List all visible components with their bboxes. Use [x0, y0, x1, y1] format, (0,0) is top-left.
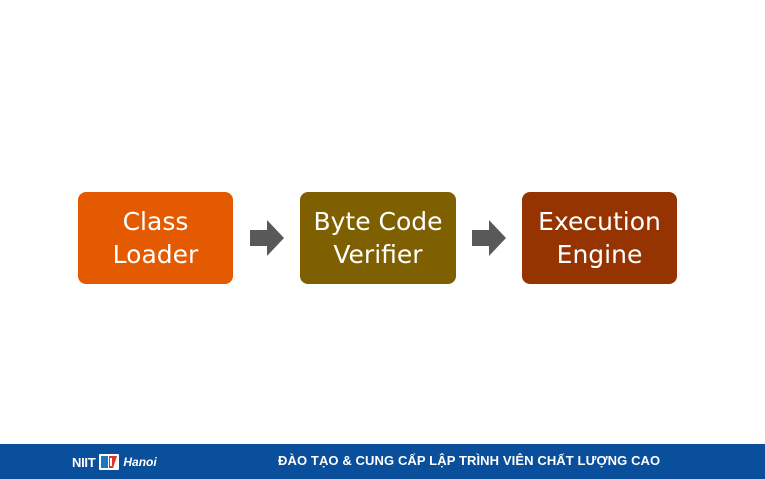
logo-brand-text: NIIT	[72, 454, 96, 470]
step-label-line1: Execution	[538, 207, 661, 236]
logo-city-text: Hanoi	[123, 455, 157, 469]
step-label-line2: Verifier	[333, 240, 423, 269]
step-label-line1: Byte Code	[313, 207, 443, 236]
right-arrow-icon	[472, 220, 506, 256]
step-byte-code-verifier: Byte Code Verifier	[300, 192, 456, 284]
step-class-loader: Class Loader	[78, 192, 233, 284]
step-execution-engine: Execution Engine	[522, 192, 677, 284]
niit-logo-icon	[99, 454, 120, 470]
brand-logo[interactable]: NIIT Hanoi	[72, 451, 157, 473]
step-label-line1: Class	[122, 207, 189, 236]
step-label-line2: Engine	[556, 240, 643, 269]
footer-bar: NIIT Hanoi ĐÀO TẠO & CUNG CẤP LẬP TRÌNH …	[0, 444, 765, 479]
footer-tagline: ĐÀO TẠO & CUNG CẤP LẬP TRÌNH VIÊN CHẤT L…	[278, 453, 661, 468]
right-arrow-icon	[250, 220, 284, 256]
step-label-line2: Loader	[112, 240, 199, 269]
